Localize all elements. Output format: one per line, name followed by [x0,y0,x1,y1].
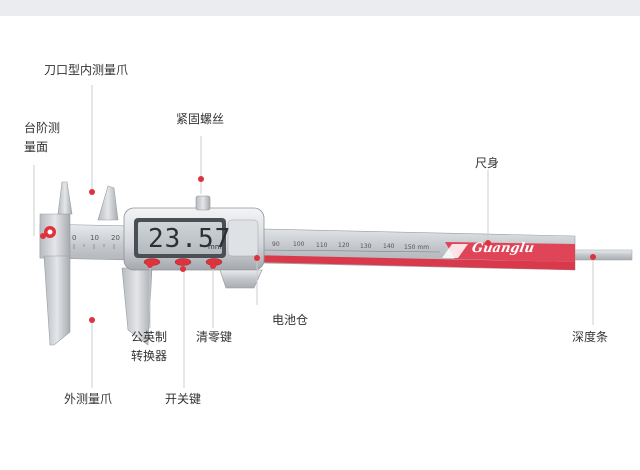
label-zero-button: 清零键 [196,330,233,344]
jaw-tick-2: 20 [111,234,120,242]
lcd-reading: 23.57 [148,224,232,254]
callout-dot-power [210,263,216,269]
jaw-tick-1: 10 [90,234,99,242]
label-battery: 电池仓 [272,313,309,327]
callout-dot-outside-jaws [89,317,95,323]
callout-dot-inside-jaws [89,189,95,195]
label-power-button: 开关键 [165,392,202,406]
label-depth-rod: 深度条 [572,330,609,344]
zero-button-shape [174,258,192,266]
inside-jaw-fixed [57,181,73,215]
beam-tick-110: 110 [316,242,328,249]
label-metric-inch-line1: 公英制 [131,330,168,344]
callout-dot-zero [180,266,186,272]
battery-compartment-shape [219,269,263,289]
jaw-tick-0: 0 [72,234,77,242]
brand-logo-text: Guanglu [470,241,536,256]
lcd-screen [138,222,222,254]
locking-screw-shape [195,195,211,211]
depth-rod [569,249,633,261]
beam-tick-150: 150 mm [404,244,430,251]
callout-dot-battery [254,255,260,261]
label-step-face-line2: 量面 [24,140,49,154]
label-step-face-line1: 台阶测 [24,121,61,135]
callout-dot-depth-rod [590,254,596,260]
brand-band [445,242,575,262]
label-inside-jaws: 刀口型内测量爪 [44,63,129,77]
beam-tick-120: 120 [338,242,350,249]
label-outside-jaws: 外测量爪 [64,392,113,406]
beam-red-stripe [250,255,575,270]
lcd-unit: mm [208,243,222,251]
top-bar [0,0,640,16]
inside-jaw-moving [97,185,119,221]
beam-tick-140: 140 [383,243,395,250]
outside-jaw-fixed [43,255,71,346]
beam-tick-130: 130 [360,243,372,250]
callout-dot-step-face [40,233,46,239]
beam-tick-100: 100 [293,241,305,248]
beam-tick-90: 90 [272,241,280,248]
label-metric-inch-line2: 转换器 [131,349,168,363]
label-locking-screw: 紧固螺丝 [176,112,225,126]
callout-dot-locking-screw [198,176,204,182]
label-main-beam: 尺身 [475,156,500,170]
callout-dot-metric-inch [147,262,153,268]
callout-dot-main-beam [485,240,491,246]
